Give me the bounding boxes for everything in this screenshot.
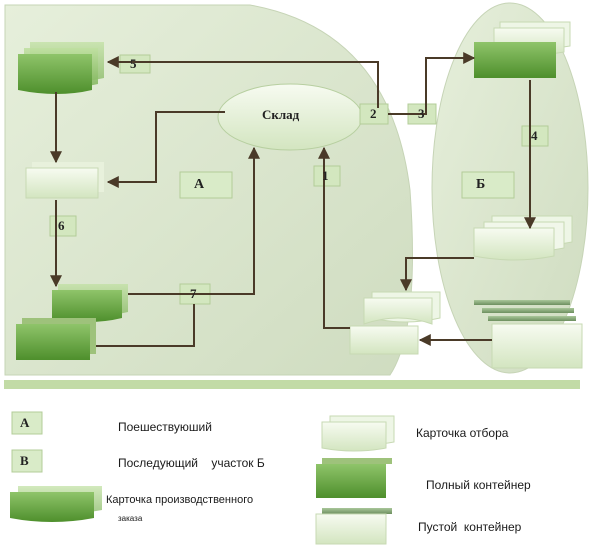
production-card-stack-top xyxy=(18,42,104,94)
legend-production-card xyxy=(10,486,102,522)
production-card-stack-bottom xyxy=(52,284,128,322)
label-box-5 xyxy=(119,54,151,74)
zone-a-box xyxy=(179,171,233,199)
legend-a-text: Поешествуюший xyxy=(118,420,212,434)
zone-b-label: Б xyxy=(476,177,486,192)
number-1: 1 xyxy=(322,168,329,183)
number-4: 4 xyxy=(531,128,538,143)
legend-b-letter: В xyxy=(20,453,29,468)
label-box-1 xyxy=(313,165,341,187)
zone-b-box xyxy=(461,171,515,199)
pick-card-stack-center xyxy=(349,291,441,355)
arrow-7 xyxy=(128,146,260,295)
zone-a-label: А xyxy=(194,177,205,192)
legend-pick-card xyxy=(321,415,395,452)
empty-container-stack-b xyxy=(474,300,583,369)
legend-full-container-text: Полный контейнер xyxy=(426,478,531,492)
number-2: 2 xyxy=(370,106,377,121)
legend-pick-card-text: Карточка отбора xyxy=(416,426,509,440)
arrow-5 xyxy=(106,56,379,108)
legend-empty-container xyxy=(315,508,392,545)
arrow-warehouse-to-box xyxy=(106,111,225,188)
pick-card-stack-b xyxy=(473,215,573,261)
separator-bar xyxy=(4,380,580,389)
legend-full-container xyxy=(316,458,392,498)
legend-b-box xyxy=(11,449,43,473)
number-7: 7 xyxy=(190,286,197,301)
arrow-7-bottom xyxy=(96,304,195,347)
full-container-bottom-left xyxy=(16,318,96,360)
legend-a-box xyxy=(11,411,43,435)
label-box-4 xyxy=(521,125,549,147)
pick-card-box-left xyxy=(25,162,104,199)
number-5: 5 xyxy=(130,56,137,71)
legend-a-letter: А xyxy=(20,415,30,430)
legend-production-card-text: Карточка производственного xyxy=(106,494,254,506)
arrow-1 xyxy=(318,146,350,329)
arrow-b-to-pick xyxy=(400,257,474,292)
legend-production-card-text2: заказа xyxy=(118,514,143,523)
full-container-stack-b xyxy=(474,21,571,78)
legend-empty-container-text: Пустой контейнер xyxy=(418,520,522,534)
warehouse-label: Склад xyxy=(262,107,300,122)
arrow-3 xyxy=(388,52,476,115)
legend-b-text: Последующий участок Б xyxy=(118,456,265,470)
number-6: 6 xyxy=(58,218,65,233)
number-3: 3 xyxy=(418,106,425,121)
